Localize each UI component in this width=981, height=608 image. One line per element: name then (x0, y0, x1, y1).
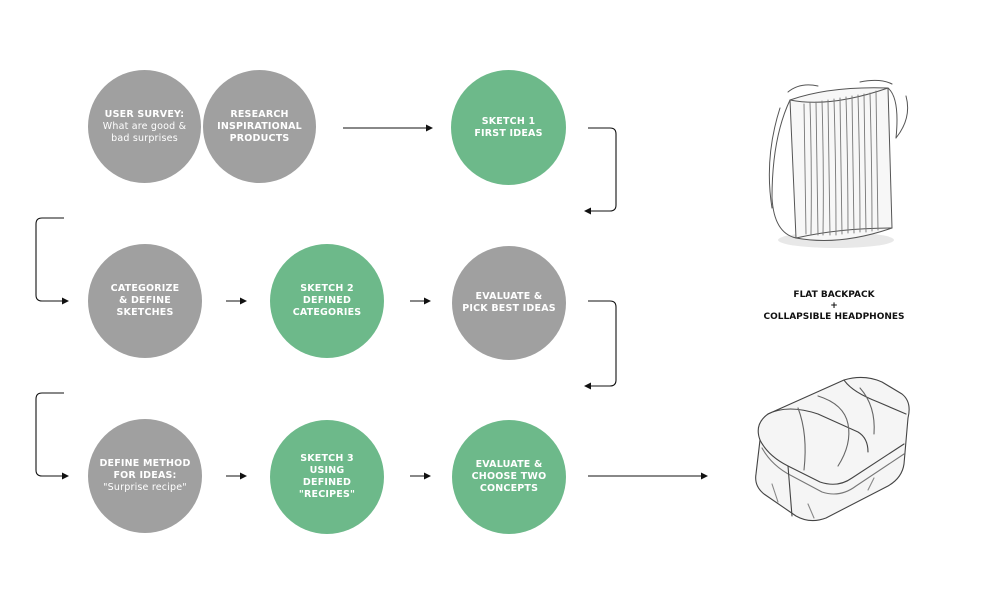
sketch-1-step: SKETCH 1 FIRST IDEAS (451, 70, 566, 185)
arrow-evaluate-to-row3 (584, 300, 617, 390)
categorize-line-1: CATEGORIZE (110, 283, 180, 294)
result-line-2: + (830, 301, 838, 311)
define-method-line-3: "Surprise recipe" (103, 482, 187, 493)
evaluate-choose-line-3: CONCEPTS (479, 483, 539, 494)
categorize-line-3: SKETCHES (116, 307, 174, 318)
evaluate-choose-step: EVALUATE & CHOOSE TWO CONCEPTS (452, 420, 566, 534)
sketch-3-step: SKETCH 3 USING DEFINED "RECIPES" (270, 420, 384, 534)
evaluate-choose-line-2: CHOOSE TWO (471, 471, 547, 482)
research-step: RESEARCH INSPIRATIONAL PRODUCTS (203, 70, 316, 183)
arrow-row2-to-define (35, 392, 69, 480)
evaluate-pick-step: EVALUATE & PICK BEST IDEAS (452, 246, 566, 360)
define-method-step: DEFINE METHOD FOR IDEAS: "Surprise recip… (88, 419, 202, 533)
user-survey-title: USER SURVEY: (104, 108, 185, 120)
evaluate-pick-line-2: PICK BEST IDEAS (462, 303, 556, 314)
sketch-1-line-2: FIRST IDEAS (474, 127, 543, 139)
flat-backpack-sketch (768, 79, 909, 248)
sketch-3-line-4: "RECIPES" (298, 489, 356, 500)
collapsible-headphones-sketch (755, 376, 910, 522)
user-survey-step: USER SURVEY: What are good & bad surpris… (88, 70, 201, 183)
sketch-1-line-1: SKETCH 1 (481, 115, 536, 127)
sketch-3-line-1: SKETCH 3 (300, 453, 354, 464)
categorize-step: CATEGORIZE & DEFINE SKETCHES (88, 244, 202, 358)
research-line-3: PRODUCTS (229, 132, 290, 144)
research-line-2: INSPIRATIONAL (217, 120, 302, 132)
sketch-2-line-3: CATEGORIES (292, 307, 362, 318)
result-line-1: FLAT BACKPACK (793, 290, 875, 300)
user-survey-desc-2: bad surprises (111, 132, 178, 144)
user-survey-desc-1: What are good & (102, 120, 187, 132)
result-caption: FLAT BACKPACK + COLLAPSIBLE HEADPHONES (746, 290, 922, 323)
sketch-3-line-3: DEFINED (302, 477, 352, 488)
define-method-line-2: FOR IDEAS: (113, 470, 177, 481)
sketch-2-line-2: DEFINED (302, 295, 352, 306)
research-line-1: RESEARCH (230, 108, 289, 120)
evaluate-pick-line-1: EVALUATE & (475, 291, 543, 302)
sketch-2-line-1: SKETCH 2 (300, 283, 354, 294)
categorize-line-2: & DEFINE (118, 295, 172, 306)
arrow-sketch1-to-row2 (584, 127, 617, 215)
result-line-3: COLLAPSIBLE HEADPHONES (763, 312, 905, 322)
arrow-row1-to-categorize (35, 217, 69, 305)
sketch-2-step: SKETCH 2 DEFINED CATEGORIES (270, 244, 384, 358)
sketch-3-line-2: USING (309, 465, 345, 476)
evaluate-choose-line-1: EVALUATE & (475, 459, 543, 470)
define-method-line-1: DEFINE METHOD (99, 458, 191, 469)
